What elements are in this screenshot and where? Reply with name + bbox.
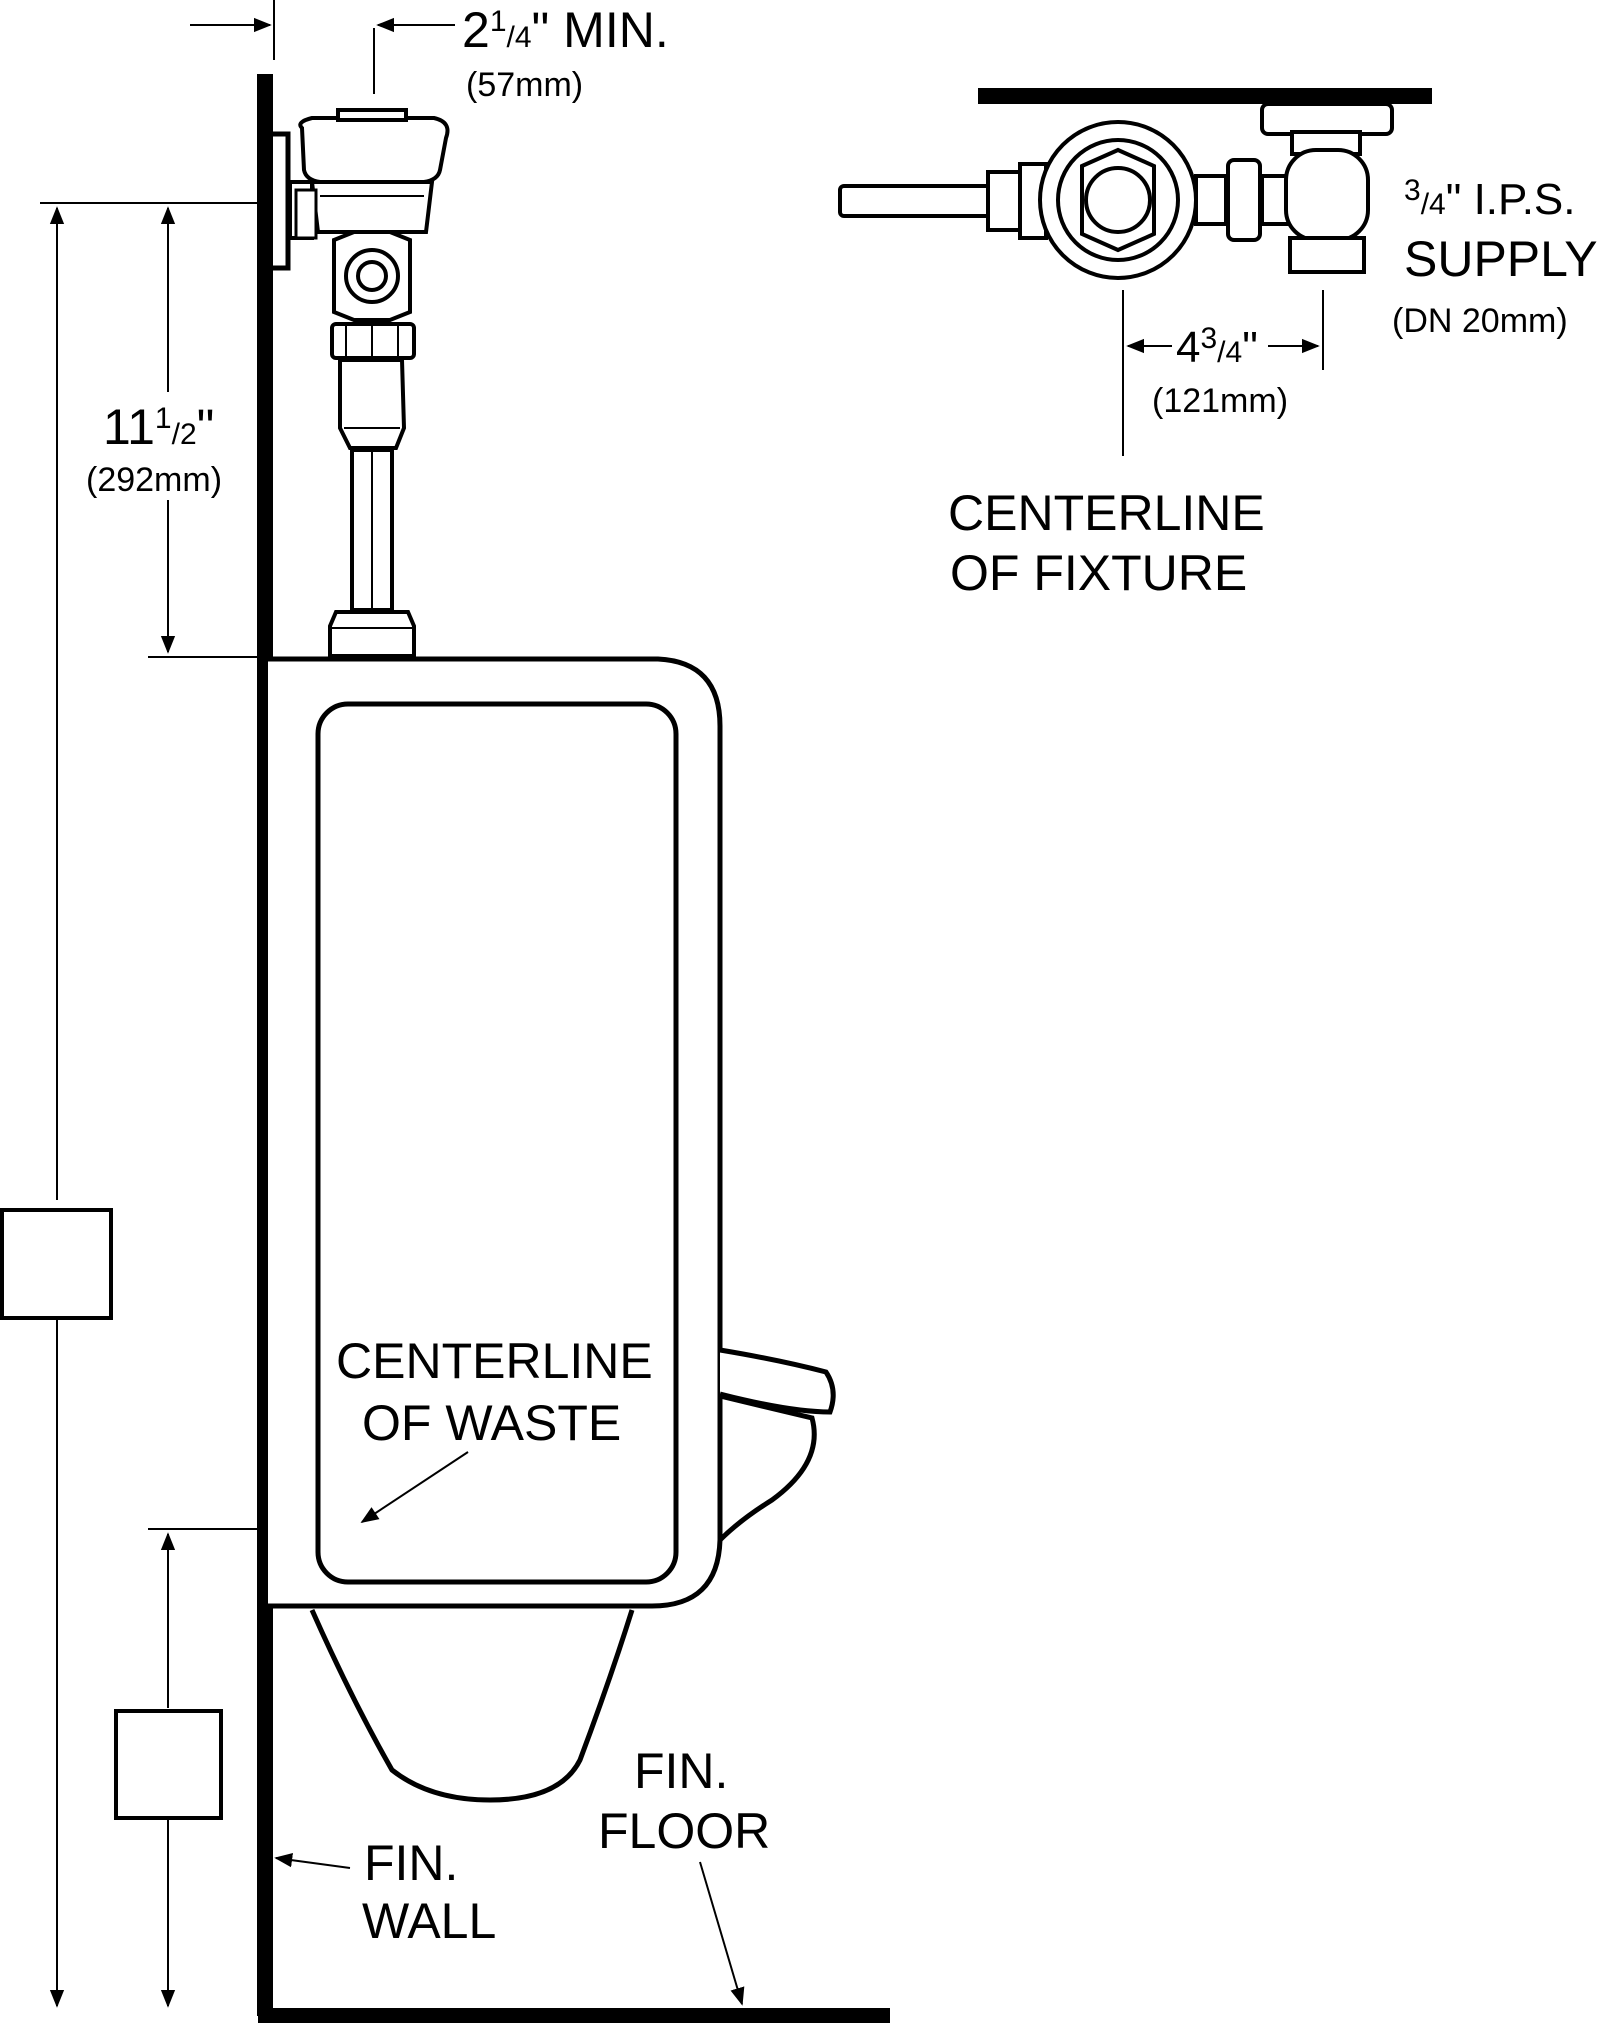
- fin-floor-line1: FIN.: [634, 1743, 728, 1799]
- centerline-fixture-callout: CENTERLINE OF FIXTURE: [948, 485, 1265, 601]
- flush-valve-top-view: [838, 88, 1432, 280]
- urinal-body: [268, 656, 836, 1803]
- centerline-fixture-line1: CENTERLINE: [948, 485, 1265, 541]
- min-clearance-label: 21/4" MIN.: [462, 2, 669, 58]
- centerline-waste-line2: OF WASTE: [362, 1395, 621, 1451]
- supply-dn: (DN 20mm): [1392, 302, 1568, 340]
- fin-wall-line2: WALL: [362, 1893, 496, 1949]
- supply-line1: 3/4" I.P.S.: [1404, 174, 1575, 224]
- min-clearance-mm-label: (57mm): [466, 66, 583, 104]
- offset-dimension: 43/4" (121mm): [1122, 290, 1324, 456]
- supply-line2: SUPPLY: [1404, 231, 1598, 287]
- fin-wall-line1: FIN.: [364, 1835, 458, 1891]
- height-label: 111/2": [103, 399, 214, 455]
- offset-mm-label: (121mm): [1152, 382, 1288, 420]
- centerline-waste-callout: CENTERLINE OF WASTE: [336, 1333, 653, 1523]
- offset-label: 43/4": [1176, 322, 1258, 372]
- height-mm-label: (292mm): [86, 461, 222, 499]
- overall-height-dimension: [40, 202, 258, 2008]
- centerline-fixture-line2: OF FIXTURE: [950, 545, 1247, 601]
- dimension-box-upper: [0, 1208, 113, 1320]
- fin-floor-callout: FIN. FLOOR: [598, 1743, 770, 2006]
- dimension-box-lower: [114, 1709, 223, 1820]
- valve-height-dimension: 111/2" (292mm): [86, 206, 258, 658]
- centerline-waste-line1: CENTERLINE: [336, 1333, 653, 1389]
- flush-valve-side: [272, 108, 450, 658]
- supply-callout: 3/4" I.P.S. SUPPLY (DN 20mm): [1392, 174, 1598, 340]
- min-clearance-dimension: 21/4" MIN. (57mm): [190, 0, 669, 104]
- fin-floor-line2: FLOOR: [598, 1803, 770, 1859]
- fin-wall-callout: FIN. WALL: [274, 1835, 496, 1949]
